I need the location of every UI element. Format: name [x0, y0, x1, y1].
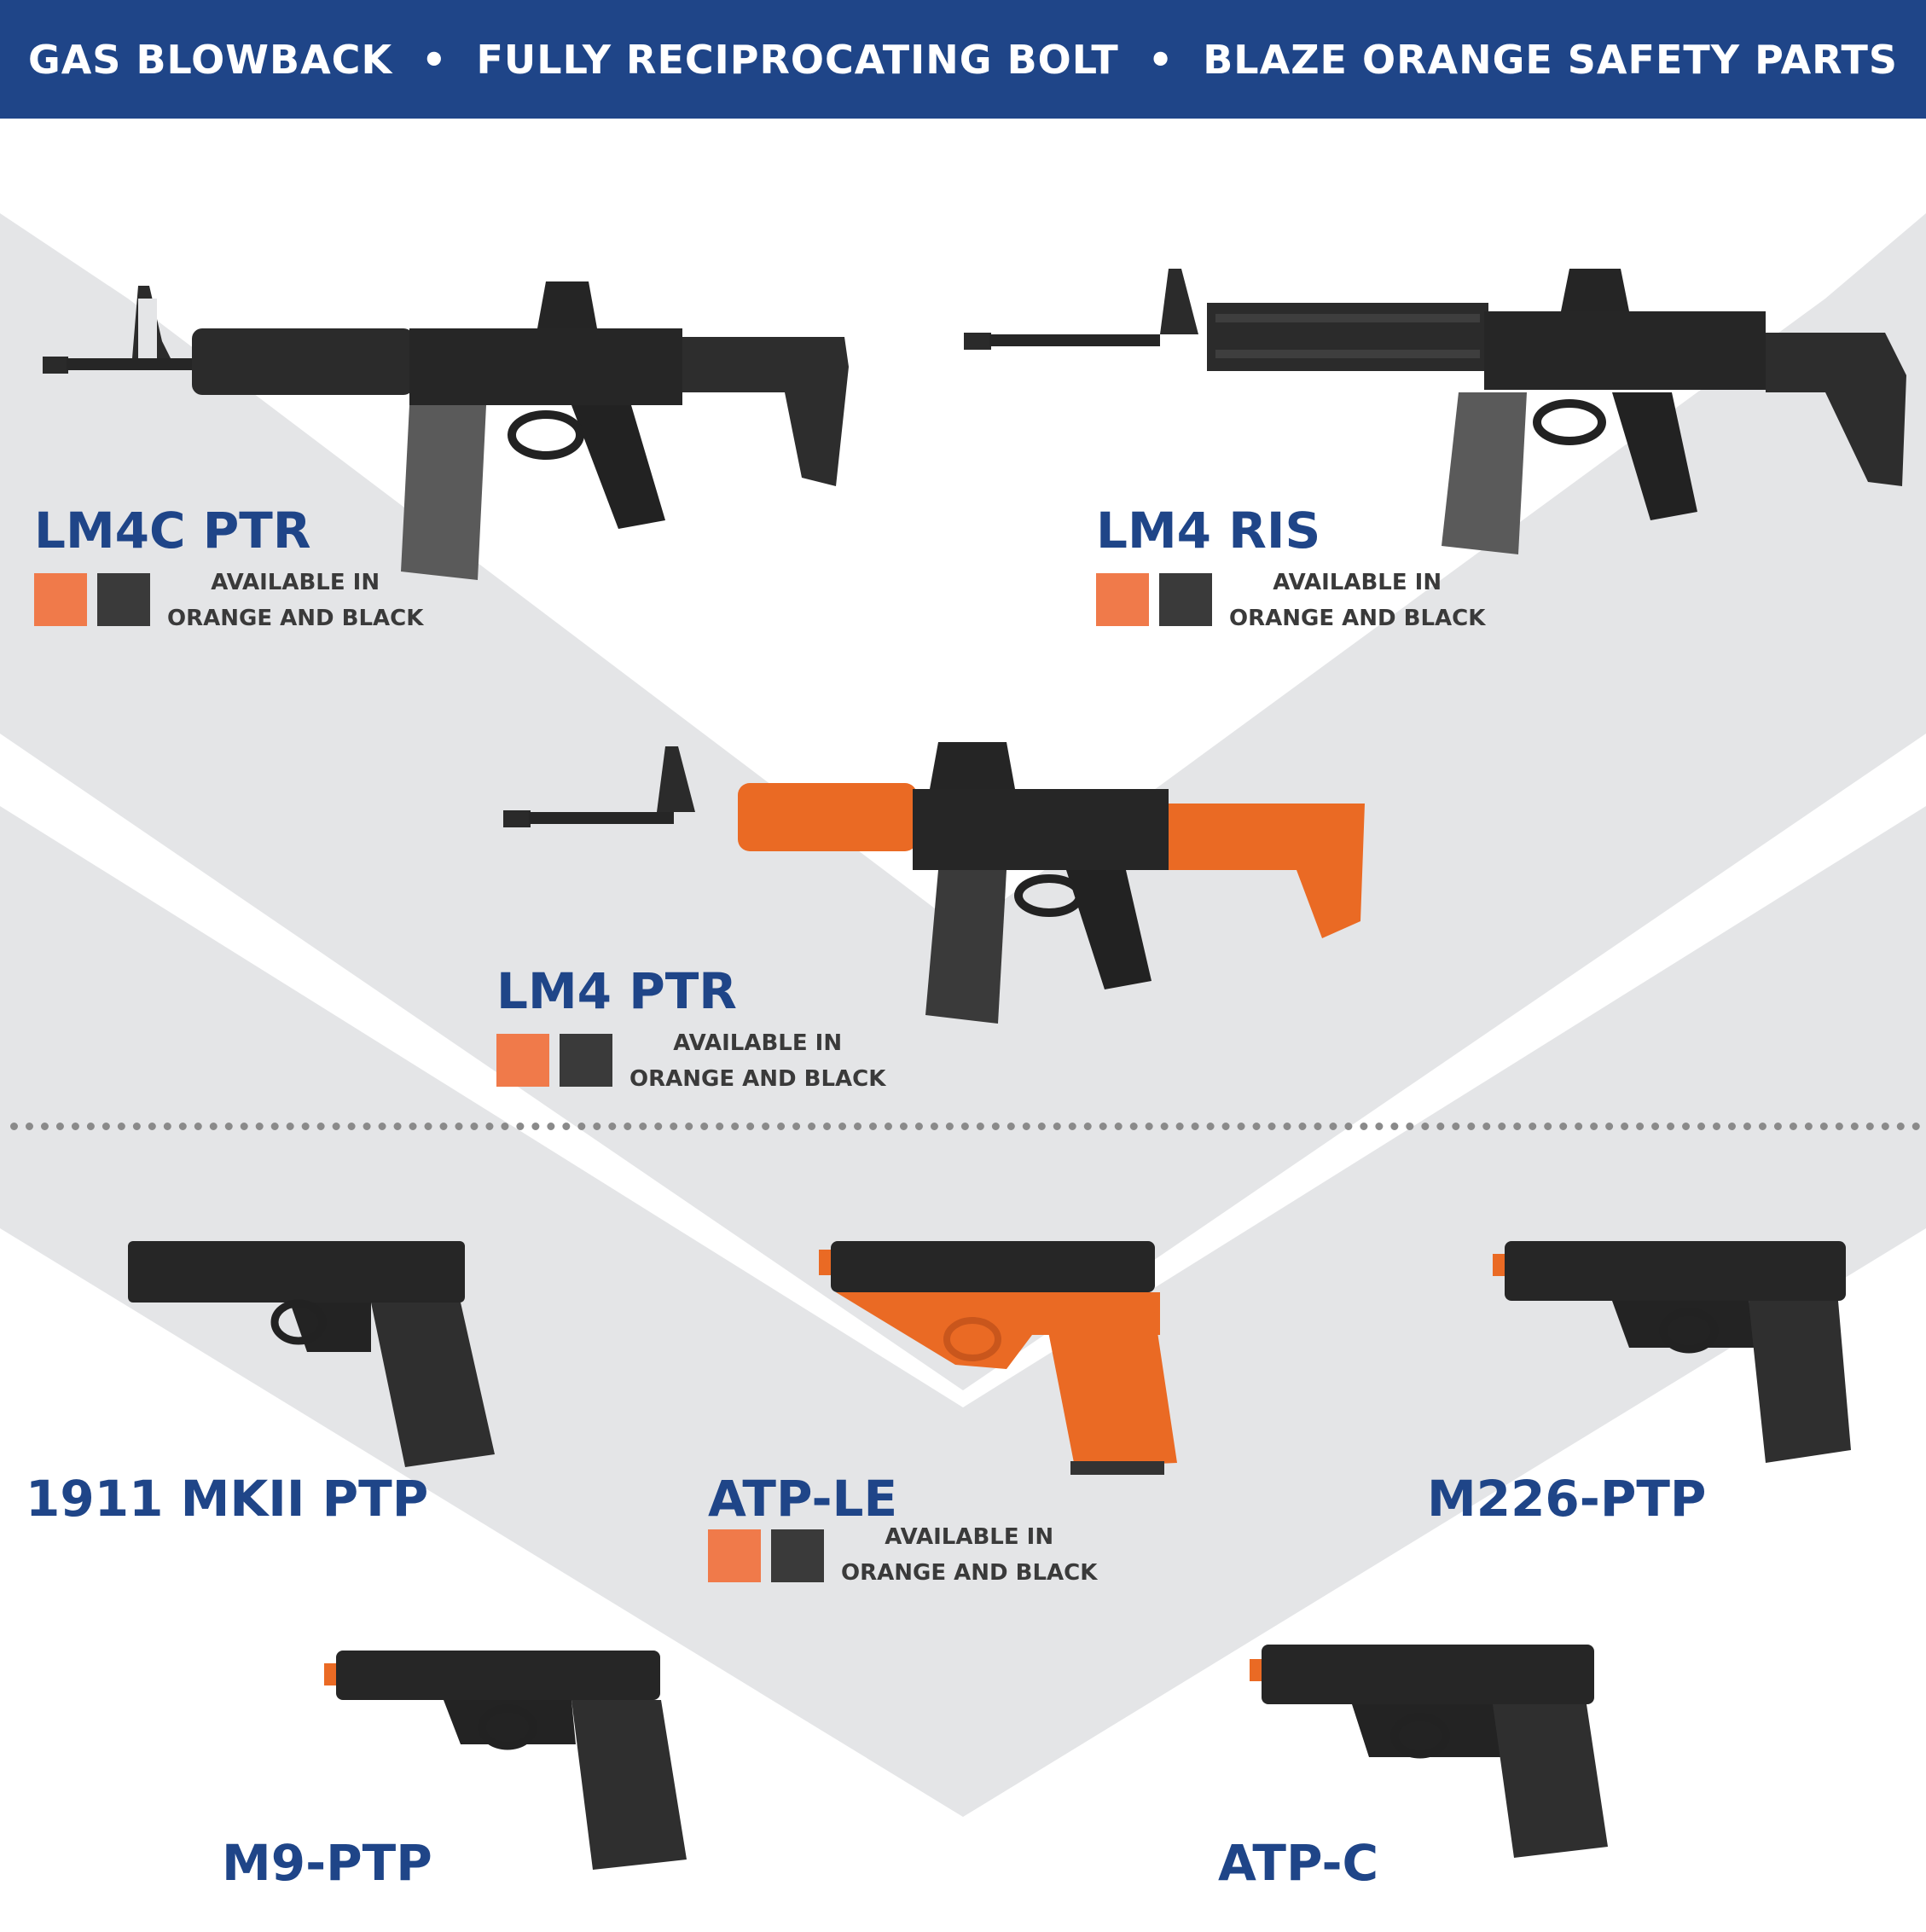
availability-line: ORANGE AND BLACK — [629, 1066, 886, 1092]
rifle-lm4-ptr-orange-image — [503, 742, 1365, 1024]
orange-swatch — [496, 1034, 549, 1087]
availability-line: ORANGE AND BLACK — [1229, 606, 1486, 631]
pistol-m226-image — [1493, 1241, 1851, 1463]
pistol-atp-le-orange-image — [819, 1241, 1177, 1475]
rifle-name: LM4 PTR — [496, 962, 737, 1020]
banner-separator-icon: • — [1147, 36, 1175, 83]
rifle-name: LM4 RIS — [1096, 502, 1321, 560]
availability-line: ORANGE AND BLACK — [167, 606, 424, 631]
availability-line: AVAILABLE IN — [1273, 570, 1442, 595]
black-swatch — [1159, 573, 1212, 626]
pistol-m9-image — [324, 1651, 687, 1870]
pistol-1911-image — [128, 1241, 495, 1467]
black-swatch — [97, 573, 150, 626]
availability-note: AVAILABLE IN ORANGE AND BLACK — [841, 1519, 1097, 1591]
availability-note: AVAILABLE IN ORANGE AND BLACK — [1229, 565, 1485, 636]
feature-banner: GAS BLOWBACK • FULLY RECIPROCATING BOLT … — [0, 0, 1926, 119]
orange-swatch — [708, 1529, 761, 1582]
orange-swatch — [34, 573, 87, 626]
availability-note: AVAILABLE IN ORANGE AND BLACK — [629, 1025, 885, 1097]
feature-gas-blowback: GAS BLOWBACK — [27, 36, 393, 83]
banner-separator-icon: • — [421, 36, 448, 83]
availability-line: AVAILABLE IN — [673, 1030, 843, 1056]
pistol-name: 1911 MKII PTP — [26, 1470, 429, 1528]
rifle-lm4c-image — [43, 281, 849, 580]
black-swatch — [771, 1529, 824, 1582]
feature-safety-parts: BLAZE ORANGE SAFETY PARTS — [1203, 36, 1899, 83]
section-divider — [10, 1123, 1921, 1130]
availability-line: AVAILABLE IN — [885, 1524, 1054, 1550]
pistol-name: M226-PTP — [1427, 1470, 1707, 1528]
pistol-name: ATP-LE — [708, 1470, 898, 1528]
orange-swatch — [1096, 573, 1149, 626]
feature-reciprocating-bolt: FULLY RECIPROCATING BOLT — [476, 36, 1119, 83]
availability-note: AVAILABLE IN ORANGE AND BLACK — [167, 565, 423, 636]
pistol-atp-c-image — [1250, 1645, 1608, 1858]
pistol-name: ATP-C — [1218, 1834, 1379, 1892]
rifle-lm4-ris-image — [964, 269, 1906, 554]
pistol-name: M9-PTP — [222, 1834, 432, 1892]
availability-line: ORANGE AND BLACK — [841, 1560, 1098, 1586]
availability-line: AVAILABLE IN — [211, 570, 380, 595]
rifle-name: LM4C PTR — [34, 502, 311, 560]
black-swatch — [560, 1034, 612, 1087]
